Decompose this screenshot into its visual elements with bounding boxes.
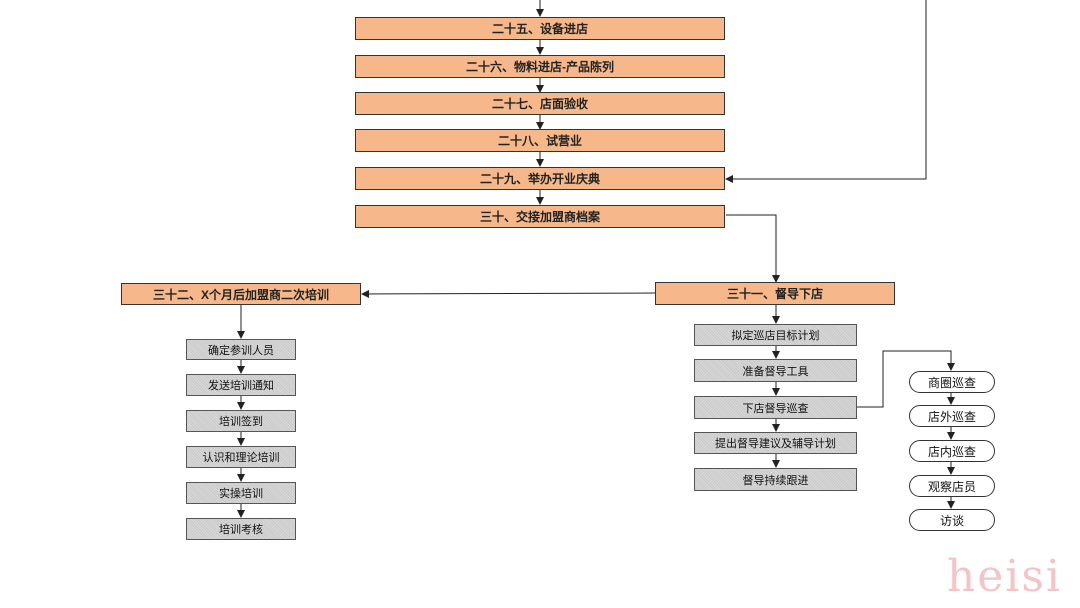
step-25-equipment: 二十五、设备进店 bbox=[355, 17, 725, 40]
inspection-item: 访谈 bbox=[909, 509, 995, 531]
watermark-text: heisi bbox=[946, 551, 1062, 602]
connector bbox=[857, 350, 955, 408]
step-32-second-training: 三十二、X个月后加盟商二次培训 bbox=[121, 283, 361, 305]
inspection-item: 店内巡查 bbox=[909, 440, 995, 462]
supervision-step: 准备督导工具 bbox=[694, 359, 857, 382]
step-29-opening-ceremony: 二十九、举办开业庆典 bbox=[355, 167, 725, 190]
step-30-handover-files: 三十、交接加盟商档案 bbox=[355, 205, 725, 228]
supervision-step: 下店督导巡查 bbox=[694, 396, 857, 419]
supervision-step: 提出督导建议及辅导计划 bbox=[694, 432, 857, 454]
inspection-item: 店外巡查 bbox=[909, 405, 995, 427]
supervision-step: 拟定巡店目标计划 bbox=[694, 324, 857, 346]
training-step: 实操培训 bbox=[186, 482, 296, 504]
training-step: 认识和理论培训 bbox=[186, 446, 296, 468]
step-28-trial-operation: 二十八、试营业 bbox=[355, 129, 725, 152]
connector bbox=[726, 214, 780, 283]
inspection-item: 商圈巡查 bbox=[909, 371, 995, 393]
connector bbox=[361, 289, 656, 298]
step-27-acceptance: 二十七、店面验收 bbox=[355, 92, 725, 115]
training-step: 发送培训通知 bbox=[186, 374, 296, 396]
connector bbox=[725, 0, 927, 183]
inspection-item: 观察店员 bbox=[909, 475, 995, 497]
training-step: 确定参训人员 bbox=[186, 339, 296, 360]
step-26-materials: 二十六、物料进店-产品陈列 bbox=[355, 55, 725, 78]
training-step: 培训签到 bbox=[186, 410, 296, 432]
training-step: 培训考核 bbox=[186, 518, 296, 540]
step-31-supervision: 三十一、督导下店 bbox=[655, 282, 895, 305]
supervision-step: 督导持续跟进 bbox=[694, 468, 857, 491]
